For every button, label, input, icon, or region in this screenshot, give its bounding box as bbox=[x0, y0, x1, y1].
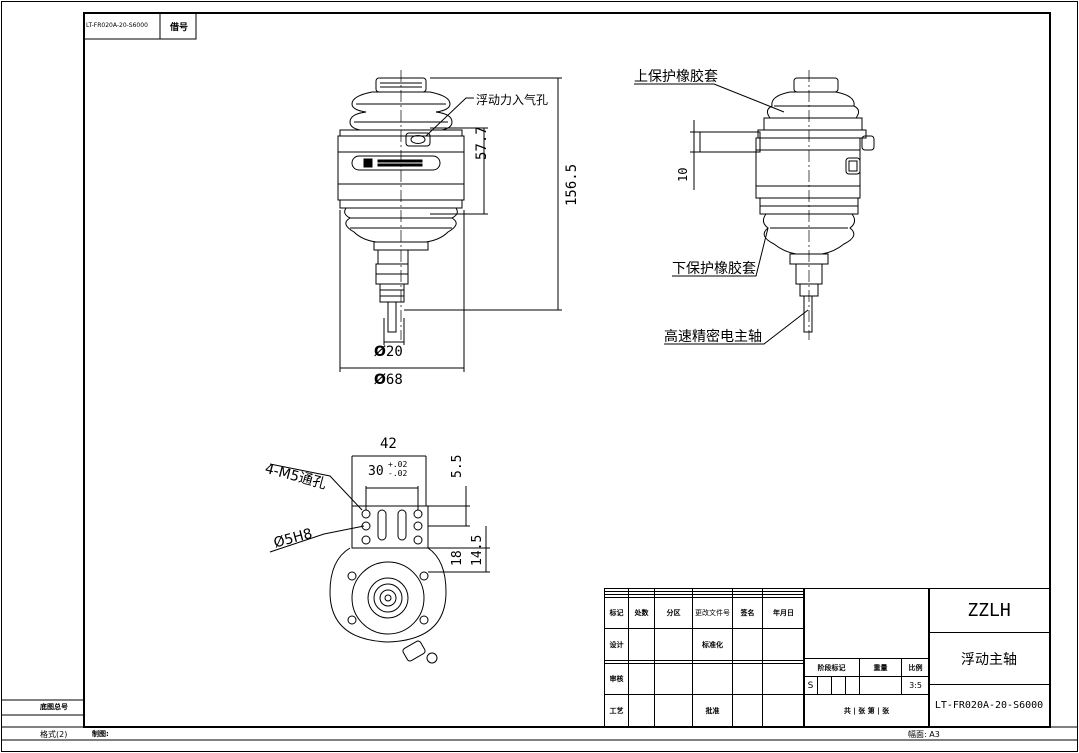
hdr-file: 更改文件号 bbox=[692, 596, 733, 630]
bottom-view bbox=[269, 455, 490, 664]
callout-lower-boot: 下保护橡胶套 bbox=[672, 261, 756, 277]
drawn-label: 制图: bbox=[92, 730, 109, 738]
front-view bbox=[337, 70, 562, 372]
hdr-count: 处数 bbox=[628, 596, 655, 630]
hdr-date: 年月日 bbox=[762, 596, 805, 630]
revision-table: 标记 处数 分区 更改文件号 签名 年月日 设计 标准化 审核 工艺 批准 bbox=[604, 588, 805, 727]
format-label: 格式(2) bbox=[40, 730, 68, 739]
drawing-number: LT-FR020A-20-S6000 bbox=[928, 684, 1050, 727]
callout-upper-boot: 上保护橡胶套 bbox=[634, 69, 718, 85]
weight-label: 重量 bbox=[859, 658, 902, 677]
sheet-size-label: 幅面: A3 bbox=[908, 730, 940, 739]
dim-phi68: Ø68 bbox=[374, 372, 403, 388]
dim-18: 18 bbox=[450, 550, 465, 566]
callout-air-inlet: 浮动力入气孔 bbox=[476, 93, 549, 107]
diameter-icon: Ø bbox=[374, 372, 386, 388]
base-number-label: 底图总号 bbox=[40, 703, 68, 711]
dim-phi20: Ø20 bbox=[374, 344, 403, 360]
diameter-icon: Ø bbox=[374, 344, 386, 360]
dim-30: 30 bbox=[368, 464, 384, 479]
design-label: 设计 bbox=[604, 628, 629, 661]
dim-30-tol: +.02-.02 bbox=[388, 460, 408, 478]
side-view bbox=[634, 70, 875, 345]
name-table: ZZLH 浮动主轴 LT-FR020A-20-S6000 bbox=[928, 588, 1050, 727]
sheets-label: 共 | 张 第 | 张 bbox=[802, 694, 931, 727]
scale-value: 3:5 bbox=[900, 676, 931, 695]
hdr-mark: 标记 bbox=[604, 596, 629, 630]
company-name: ZZLH bbox=[928, 588, 1050, 633]
top-drawing-code: LT-FR020A-20-S6000 bbox=[86, 22, 148, 29]
dim-5-5: 5.5 bbox=[450, 454, 465, 478]
std-label: 标准化 bbox=[692, 628, 733, 661]
stage-label: 阶段标记 bbox=[803, 658, 860, 677]
callout-spindle: 高速精密电主轴 bbox=[664, 329, 762, 345]
dim-57-7: 57.7 bbox=[474, 126, 490, 160]
dim-42: 42 bbox=[380, 436, 397, 452]
dim-14-5: 14.5 bbox=[470, 534, 485, 566]
check-label: 审核 bbox=[604, 662, 629, 696]
top-block-label: 借号 bbox=[170, 23, 189, 33]
dim-156-5: 156.5 bbox=[564, 163, 580, 206]
scale-label: 比例 bbox=[900, 658, 931, 677]
dim-10: 10 bbox=[676, 167, 690, 182]
stage-value: S bbox=[803, 676, 818, 695]
process-label: 工艺 bbox=[604, 694, 629, 727]
stage-table: 阶段标记重量比例 S 3:5 共 | 张 第 | 张 bbox=[802, 588, 931, 727]
hdr-zone: 分区 bbox=[654, 596, 693, 630]
approve-label: 批准 bbox=[692, 694, 733, 727]
hdr-sign: 签名 bbox=[732, 596, 763, 630]
part-name: 浮动主轴 bbox=[928, 632, 1050, 685]
